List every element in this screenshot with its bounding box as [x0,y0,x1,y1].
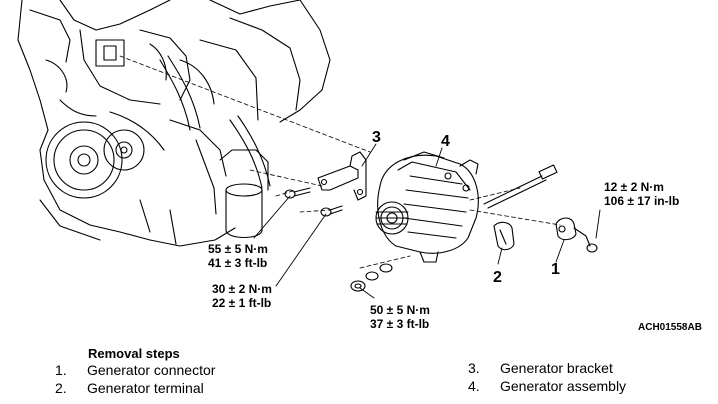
generator-removal-diagram [17,0,601,299]
step-text: Generator assembly [500,378,627,394]
through-bolt-drawing [483,164,558,209]
bracket-bolts-drawing [284,187,343,217]
torque-generator-nm: 50 ± 5 N·m [370,303,430,317]
step-number: 2. [55,380,67,396]
figure-reference-code: ACH01558AB [638,322,702,333]
torque-connector-imperial: 106 ± 17 in-lb [604,194,680,208]
engine-block-drawing [17,0,331,247]
step-text: Generator bracket [500,360,613,376]
terminal-cover-drawing [493,221,515,251]
generator-bracket-drawing [317,151,367,201]
torque-generator-imperial: 37 ± 3 ft-lb [370,317,430,331]
torque-bracket-lower-nm: 30 ± 2 N·m [212,282,272,296]
removal-step-4: 4. Generator assembly [468,378,626,394]
lower-fasteners-drawing [350,263,393,292]
torque-bracket-lower-imperial: 22 ± 1 ft-lb [212,296,272,310]
step-text: Generator terminal [87,380,204,396]
callout-2: 2 [493,269,502,286]
generator-connector-drawing [555,217,598,253]
callout-3: 3 [372,129,381,146]
step-number: 4. [468,378,480,394]
step-number: 3. [468,360,480,376]
generator-assembly-drawing [375,151,479,263]
removal-step-2: 2. Generator terminal [55,380,204,396]
step-number: 1. [55,362,67,378]
torque-connector-nm: 12 ± 2 N·m [604,180,664,194]
torque-bracket-upper-nm: 55 ± 5 N·m [208,242,268,256]
torque-bracket-upper-imperial: 41 ± 3 ft-lb [208,256,268,270]
step-text: Generator connector [87,362,216,378]
callout-4: 4 [441,133,450,150]
removal-step-1: 1. Generator connector [55,362,215,378]
callout-leader-lines [253,143,601,299]
removal-steps-title: Removal steps [88,346,180,361]
removal-step-3: 3. Generator bracket [468,360,613,376]
callout-1: 1 [551,261,560,278]
